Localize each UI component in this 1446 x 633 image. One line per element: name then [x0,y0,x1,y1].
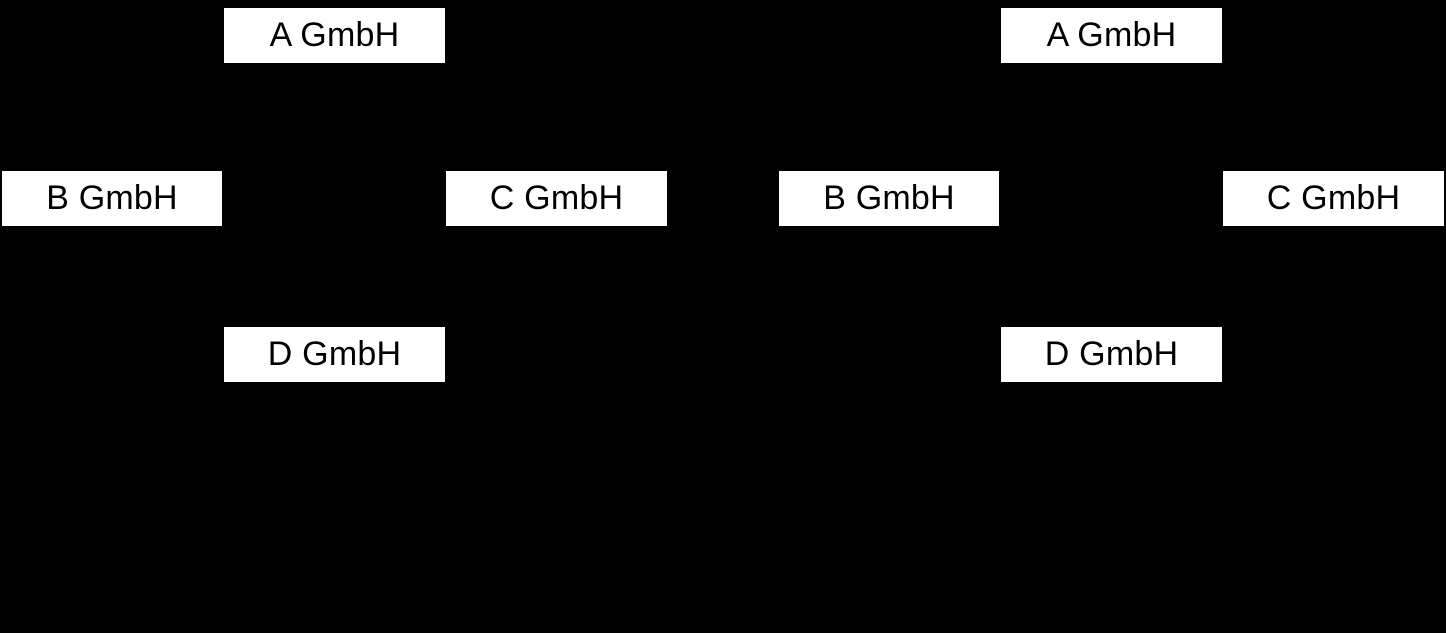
node-label: B GmbH [823,178,955,217]
node-a-gmbh-right[interactable]: A GmbH [1001,8,1222,63]
node-d-gmbh-right[interactable]: D GmbH [1001,327,1222,382]
node-label: C GmbH [1266,178,1401,217]
node-label: C GmbH [489,178,624,217]
node-b-gmbh-left[interactable]: B GmbH [2,171,222,226]
node-label: A GmbH [269,15,400,54]
node-d-gmbh-left[interactable]: D GmbH [224,327,445,382]
node-label: B GmbH [46,178,178,217]
node-label: A GmbH [1046,15,1177,54]
node-b-gmbh-right[interactable]: B GmbH [779,171,999,226]
node-label: D GmbH [267,334,402,373]
node-label: D GmbH [1044,334,1179,373]
node-c-gmbh-left[interactable]: C GmbH [446,171,667,226]
node-a-gmbh-left[interactable]: A GmbH [224,8,445,63]
node-c-gmbh-right[interactable]: C GmbH [1223,171,1444,226]
